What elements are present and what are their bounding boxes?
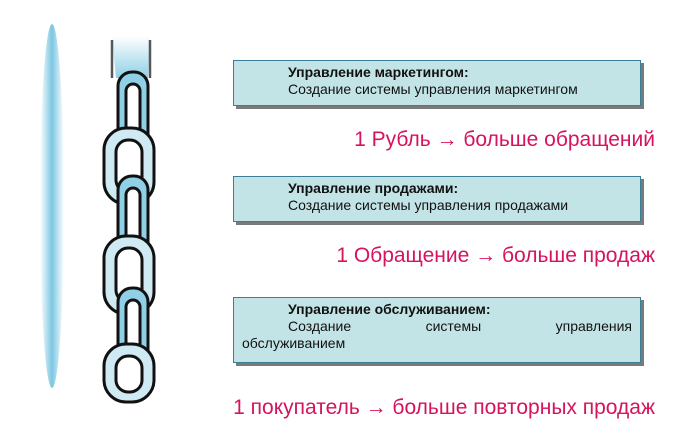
sales-text: Создание системы управления продажами	[288, 197, 569, 213]
sales-result: 1 Обращение → больше продаж	[336, 244, 655, 267]
service-title: Управление обслуживанием:	[288, 301, 491, 317]
marketing-box: Управление маркетингом: Создание системы…	[233, 60, 641, 106]
service-text-line1: Создание системы управления	[288, 318, 632, 334]
sales-box: Управление продажами: Создание системы у…	[233, 176, 641, 222]
chain-link-side-3	[102, 342, 156, 404]
chain-icon	[102, 36, 156, 404]
sales-title: Управление продажами:	[288, 180, 459, 196]
marketing-title: Управление маркетингом:	[288, 64, 469, 80]
marketing-text: Создание системы управления маркетингом	[288, 81, 578, 97]
service-box: Управление обслуживанием: Создание систе…	[233, 297, 641, 363]
marketing-result: 1 Рубль → больше обращений	[354, 128, 655, 151]
service-text-line2: обслуживанием	[242, 335, 346, 351]
light-glow-icon	[40, 24, 64, 388]
service-result: 1 покупатель → больше повторных продаж	[233, 396, 655, 419]
